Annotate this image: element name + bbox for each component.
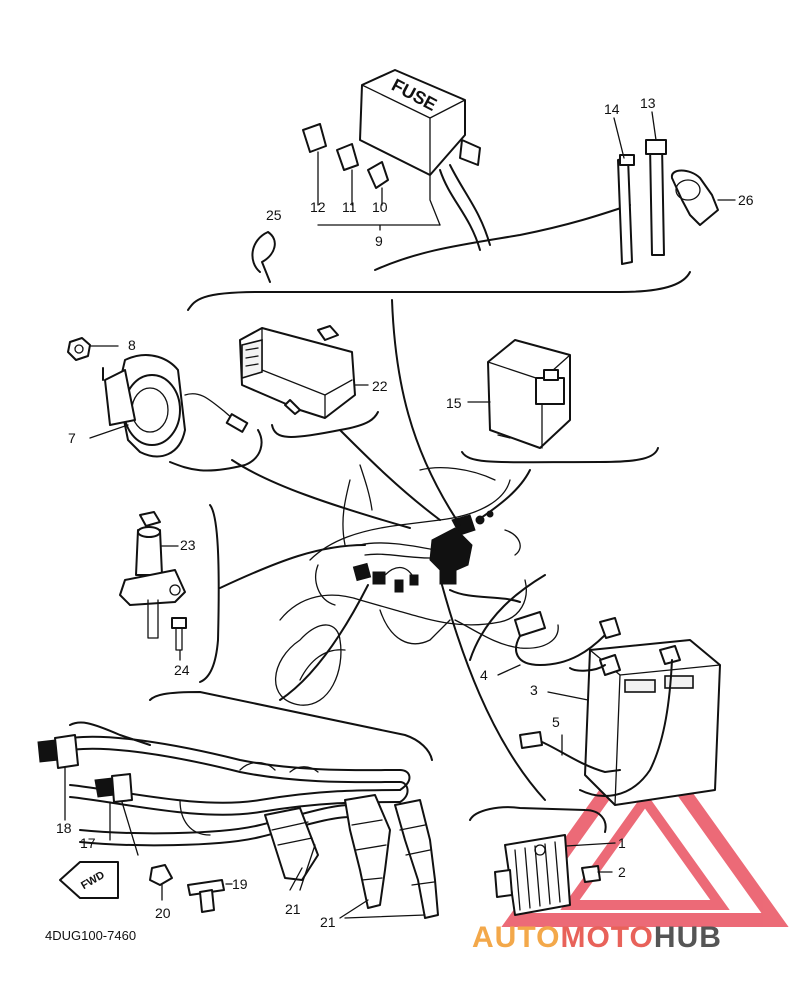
cable-tie-14 [617, 154, 635, 265]
watermark-triangle [501, 725, 789, 927]
nut-8 [67, 337, 91, 361]
plug-cap-21b [344, 794, 391, 909]
callout-12: 12 [310, 199, 326, 215]
fuse-box-wires [374, 164, 631, 271]
cable-tie-13 [645, 139, 667, 256]
callout-23: 23 [180, 537, 196, 553]
callout-5: 5 [552, 714, 560, 730]
fuse-11 [336, 143, 359, 171]
callout-11: 11 [342, 199, 357, 215]
callout-2: 2 [618, 864, 626, 880]
callout-17: 17 [80, 835, 96, 851]
coupler-18 [37, 734, 79, 769]
callout-24: 24 [174, 662, 190, 678]
callout-13: 13 [640, 95, 656, 111]
callout-18: 18 [56, 820, 72, 836]
connector-cluster [352, 510, 494, 593]
battery-cable-4 [514, 611, 621, 666]
watermark-auto: AUTO [472, 921, 560, 954]
fuse-box: FUSE [359, 69, 481, 176]
fuse-10 [367, 161, 389, 189]
horn-7 [102, 354, 249, 458]
nut-20 [149, 864, 173, 886]
bolt-2 [581, 865, 601, 883]
plug-cap-21c [394, 799, 439, 919]
callout-9: 9 [375, 233, 383, 249]
watermark-hub: HUB [654, 921, 722, 954]
clip-25 [251, 231, 276, 283]
callout-4: 4 [480, 667, 488, 683]
callout-14: 14 [604, 101, 620, 117]
clamp-26 [670, 169, 736, 226]
callout-3: 3 [530, 682, 538, 698]
callout-26: 26 [738, 192, 754, 208]
bolt-19 [187, 879, 225, 913]
bolt-24 [171, 617, 187, 651]
fuse-12 [302, 123, 327, 153]
callout-21b: 21 [320, 914, 336, 930]
callout-8: 8 [128, 337, 136, 353]
svg-text:AUTOMOTOHUB: AUTOMOTOHUB [472, 921, 722, 954]
watermark-logo: AUTOMOTOHUB [472, 921, 722, 954]
main-switch-23 [119, 511, 186, 639]
igniter-22 [239, 325, 356, 419]
callout-25: 25 [266, 207, 282, 223]
motorcycle-outline [275, 464, 559, 706]
callout-15: 15 [446, 395, 462, 411]
battery-3 [584, 639, 721, 806]
diagram-code: 4DUG100-7460 [45, 928, 136, 943]
callout-7: 7 [68, 430, 76, 446]
callout-1: 1 [618, 835, 626, 851]
callout-labels: 1 2 3 4 5 7 8 9 10 11 12 13 14 15 17 18 … [56, 95, 754, 930]
watermark-moto: MOTO [560, 921, 653, 954]
rectifier-1 [494, 834, 571, 916]
callout-22: 22 [372, 378, 388, 394]
fwd-arrow-icon: FWD [59, 861, 119, 899]
callout-10: 10 [372, 199, 388, 215]
callout-19: 19 [232, 876, 248, 892]
coupler-17 [94, 773, 133, 803]
relay-15 [487, 339, 571, 449]
callout-21a: 21 [285, 901, 301, 917]
callout-20: 20 [155, 905, 171, 921]
plug-cap-21a [264, 807, 319, 881]
